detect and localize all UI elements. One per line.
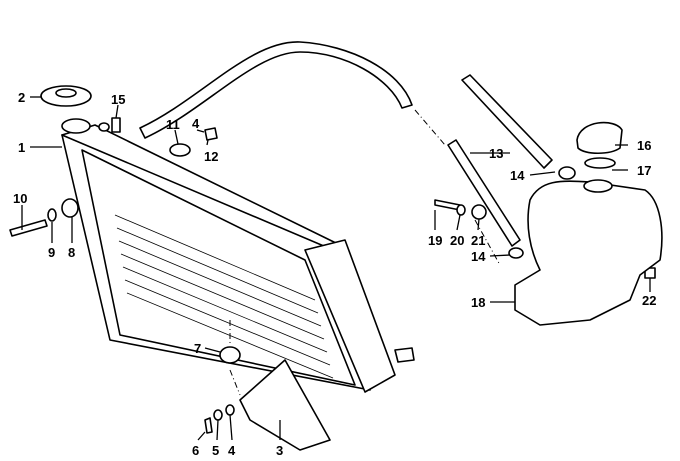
callout-4-bottom: 4 [228,443,236,458]
callout-6: 6 [192,443,199,458]
callout-12: 12 [204,149,218,164]
expansion-tank [229,179,663,396]
callout-22: 22 [642,293,656,308]
callout-10: 10 [13,191,27,206]
callout-17: 17 [637,163,651,178]
overflow-hose [447,74,553,247]
callout-8: 8 [68,245,75,260]
callout-3: 3 [276,443,283,458]
small-parts [9,117,656,451]
callout-7: 7 [194,341,201,356]
callout-2: 2 [18,90,25,105]
callout-13: 13 [489,146,503,161]
callout-18: 18 [471,295,485,310]
callout-14-bottom: 14 [471,249,486,264]
callout-9: 9 [48,245,55,260]
callout-16: 16 [637,138,651,153]
radiator-cap [40,85,92,107]
callout-labels: 2 1 15 11 4 12 10 9 8 7 6 5 4 3 13 14 16… [13,90,656,458]
callout-14-top: 14 [510,168,525,183]
callout-1: 1 [18,140,25,155]
callout-11: 11 [166,117,180,132]
callout-4-top: 4 [192,116,200,131]
upper-coolant-hose [139,41,446,146]
callout-19: 19 [428,233,442,248]
callout-21: 21 [471,233,485,248]
callout-15: 15 [111,92,125,107]
callout-5: 5 [212,443,219,458]
leader-lines [21,96,651,441]
callout-20: 20 [450,233,464,248]
radiator [61,118,415,393]
